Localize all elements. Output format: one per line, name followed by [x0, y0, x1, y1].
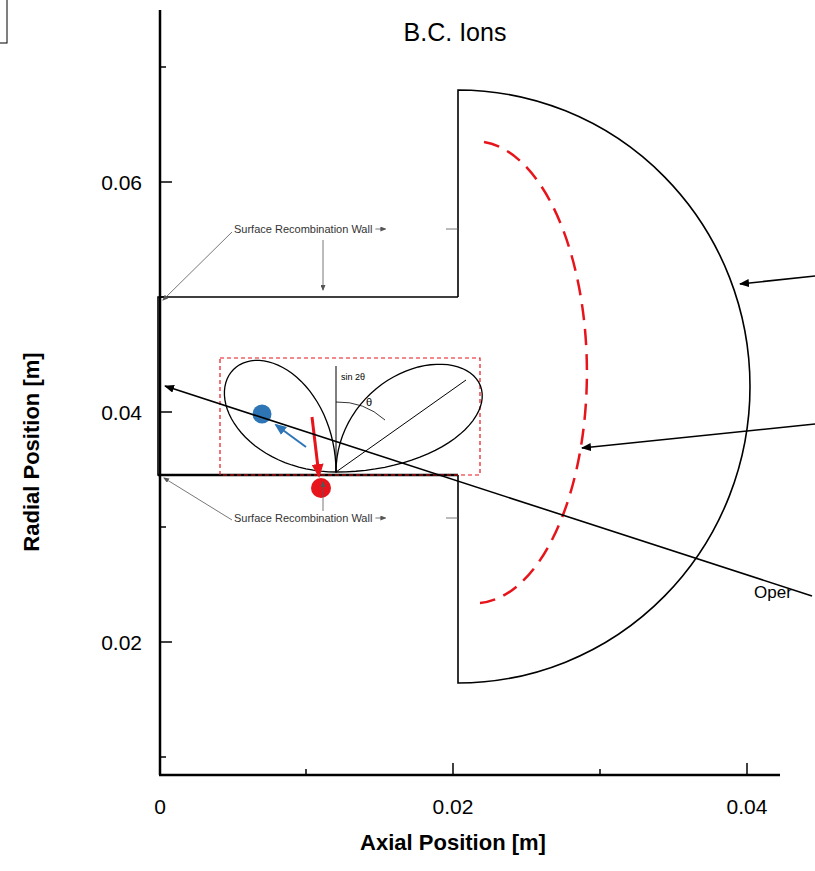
wall-label: Surface Recombination Wall — [234, 224, 372, 235]
incident-particle — [311, 478, 331, 498]
wall-label: Surface Recombination Wall — [234, 513, 372, 524]
label-tail — [375, 229, 385, 230]
domain-outline — [158, 90, 750, 683]
label-tail — [375, 518, 385, 519]
axes — [159, 10, 780, 775]
lobe-function-label: sin 2θ — [341, 373, 365, 382]
tick-label: 0.02 — [101, 632, 142, 653]
incident-arrow — [312, 417, 319, 476]
axis-title: Radial Position [m] — [21, 352, 43, 551]
vertical-reference — [336, 366, 337, 472]
tick-label: 0 — [154, 796, 166, 817]
plot-title: B.C. Ions — [404, 20, 507, 45]
tick-label: 0.04 — [727, 796, 768, 817]
angle-arc — [336, 402, 385, 420]
wall-leaders — [163, 229, 458, 520]
reflected-particle — [253, 405, 272, 424]
dashed-boundary-arc — [480, 142, 587, 603]
tick-label: 0.02 — [433, 796, 474, 817]
angle-label: θ — [366, 397, 372, 408]
reflected-arrow — [276, 425, 306, 447]
callout-arrows — [165, 276, 815, 596]
angle-ray — [336, 380, 466, 472]
tick-label: 0.04 — [101, 402, 142, 423]
cropped-label: Oper — [754, 584, 792, 601]
sin2theta-lobes — [224, 360, 482, 472]
cropped-box — [0, 0, 7, 43]
axis-title: Axial Position [m] — [360, 832, 546, 854]
tick-label: 0.06 — [101, 172, 142, 193]
